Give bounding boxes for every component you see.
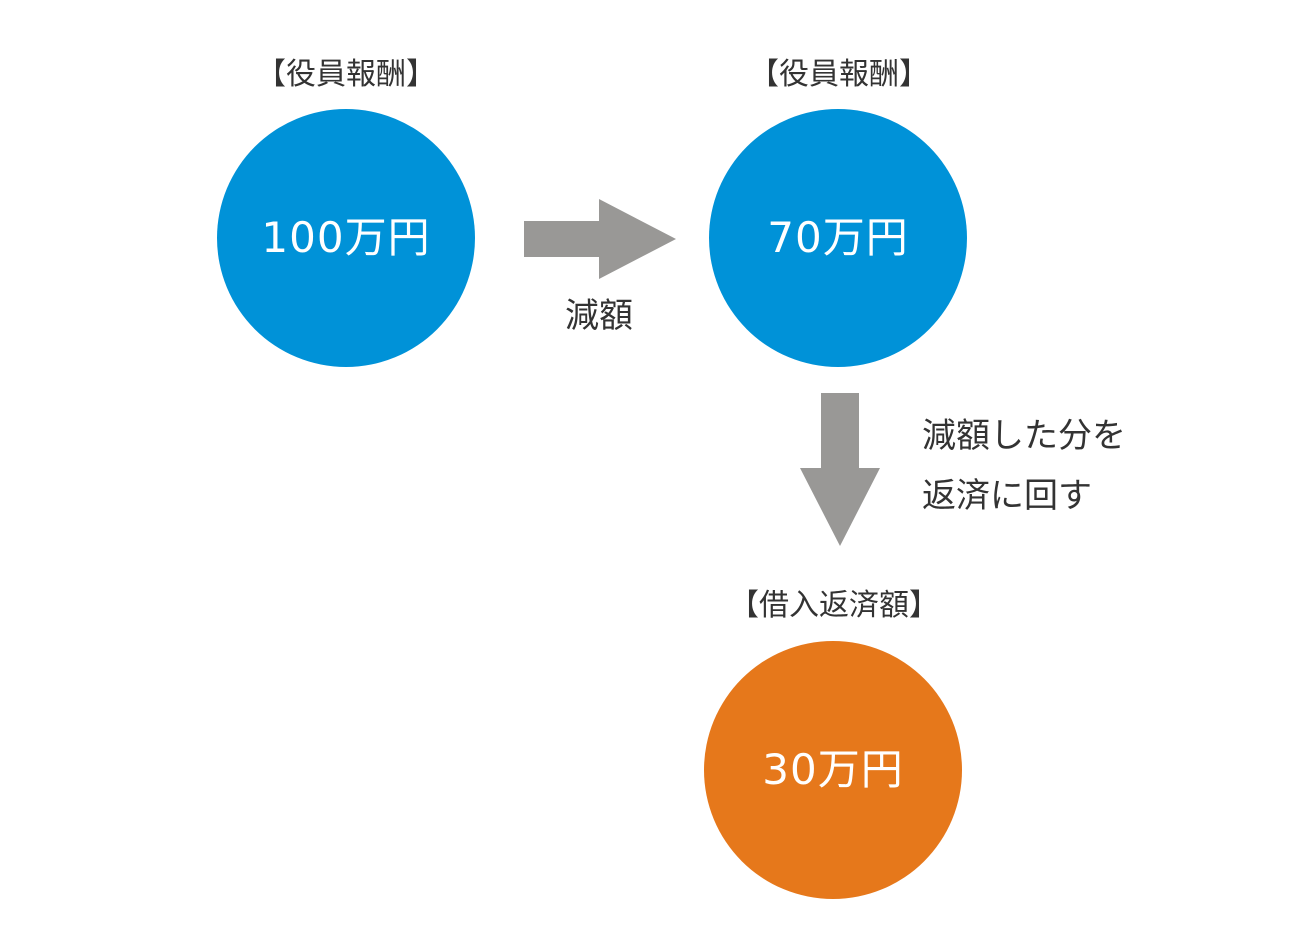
node-repayment-label: 【借入返済額】 bbox=[729, 588, 939, 623]
repay-arrow-icon bbox=[800, 393, 880, 546]
node-reduced-label: 【役員報酬】 bbox=[749, 57, 929, 92]
node-start-label: 【役員報酬】 bbox=[256, 57, 436, 92]
node-repayment-value: 30万円 bbox=[762, 745, 904, 794]
node-reduced-value: 70万円 bbox=[767, 213, 909, 262]
node-start-value: 100万円 bbox=[261, 213, 431, 262]
node-repayment-circle: 30万円 bbox=[704, 641, 962, 899]
reduce-arrow-icon bbox=[524, 199, 676, 279]
node-reduced-circle: 70万円 bbox=[709, 109, 967, 367]
repay-note-line-2: 返済に回す bbox=[922, 476, 1092, 516]
repay-note: 減額した分を 返済に回す bbox=[922, 406, 1126, 526]
repay-note-line-1: 減額した分を bbox=[922, 416, 1126, 456]
reduce-label: 減額 bbox=[565, 296, 633, 336]
node-start-circle: 100万円 bbox=[217, 109, 475, 367]
